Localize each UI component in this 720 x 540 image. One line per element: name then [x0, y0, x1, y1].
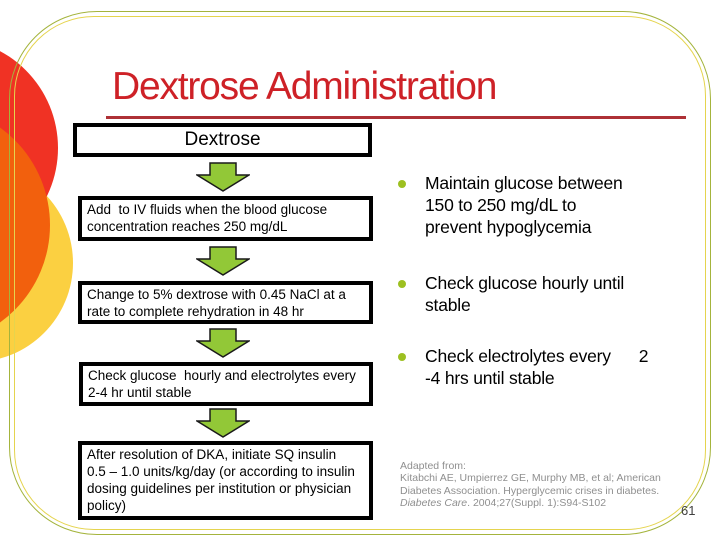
bullet-text: Check electrolytes every 2 -4 hrs until …: [425, 346, 649, 388]
flow-box-dextrose: Dextrose: [73, 123, 372, 157]
title-underline: [106, 116, 686, 119]
flow-box-label: Dextrose: [184, 129, 261, 150]
citation-title: Diabetes Association. Hyperglycemic cris…: [400, 484, 660, 497]
citation: Adapted from: Kitabchi AE, Umpierrez GE,…: [400, 460, 690, 510]
down-arrow-icon: [196, 408, 250, 438]
citation-intro: Adapted from:: [400, 460, 466, 472]
flow-box-label: Add to IV fluids when the blood glucose …: [87, 202, 328, 234]
bullet-icon: [398, 280, 406, 288]
citation-authors: Kitabchi AE, Umpierrez GE, Murphy MB, et…: [400, 472, 661, 485]
flow-box-label: Check glucose hourly and electrolytes ev…: [88, 368, 356, 400]
flow-box-check-glucose-electrolytes: Check glucose hourly and electrolytes ev…: [79, 362, 373, 406]
bullet-item-check-glucose: Check glucose hourly until stable: [386, 272, 696, 316]
bullet-item-maintain-glucose: Maintain glucose between 150 to 250 mg/d…: [386, 172, 696, 238]
citation-journal-ref: . 2004;27(Suppl. 1):S94-S102: [467, 497, 607, 510]
down-arrow-icon: [196, 246, 250, 276]
bullet-item-check-electrolytes: Check electrolytes every 2 -4 hrs until …: [386, 345, 696, 389]
flow-box-label: Change to 5% dextrose with 0.45 NaCl at …: [87, 287, 346, 319]
bullet-icon: [398, 353, 406, 361]
flow-box-sq-insulin: After resolution of DKA, initiate SQ ins…: [78, 441, 373, 520]
flow-box-label: After resolution of DKA, initiate SQ ins…: [87, 447, 355, 513]
citation-journal-name: Diabetes Care: [400, 497, 468, 510]
citation-journal: Diabetes Care. 2004;27(Suppl. 1):S94-S10…: [400, 497, 690, 509]
down-arrow-icon: [196, 328, 250, 358]
bullet-text: Maintain glucose between 150 to 250 mg/d…: [425, 173, 623, 237]
flow-box-add-iv-fluids: Add to IV fluids when the blood glucose …: [78, 196, 373, 241]
slide-title: Dextrose Administration: [112, 65, 497, 108]
bullet-text: Check glucose hourly until stable: [425, 273, 625, 315]
page-number: 61: [681, 503, 696, 518]
down-arrow-icon: [196, 162, 250, 192]
bullet-icon: [398, 180, 406, 188]
flow-box-change-dextrose: Change to 5% dextrose with 0.45 NaCl at …: [78, 281, 373, 324]
